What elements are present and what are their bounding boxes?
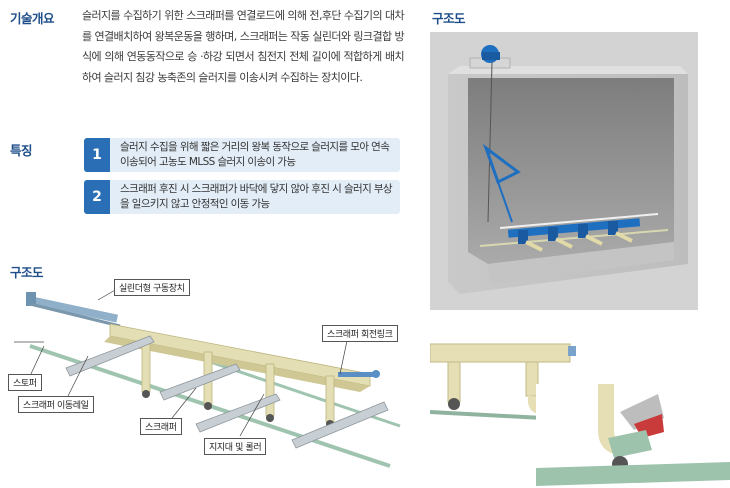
features-heading: 특징 (10, 143, 33, 158)
overview-text: 슬러지를 수집하기 위한 스크래퍼를 연결로드에 의해 전,후단 수집기의 대차… (82, 9, 405, 84)
structure-heading-right: 구조도 (432, 11, 466, 26)
callout-cylinder-drive: 실린더형 구동장치 (114, 279, 190, 296)
overview-heading: 기술개요 (10, 11, 55, 26)
detail-image-roller (536, 384, 730, 488)
structure-heading-left: 구조도 (10, 265, 44, 280)
feature-text: 슬러지 수집을 위해 짧은 거리의 왕복 동작으로 슬러지를 모아 연속 이송되… (120, 141, 390, 168)
feature-number-badge: 2 (84, 180, 110, 214)
callout-scraper: 스크래퍼 (140, 418, 182, 435)
tank-render-image (430, 32, 698, 310)
feature-text: 스크래퍼 후진 시 스크래퍼가 바닥에 닿지 않아 후진 시 슬러지 부상을 일… (120, 183, 393, 210)
feature-item-2: 2 스크래퍼 후진 시 스크래퍼가 바닥에 닿지 않아 후진 시 슬러지 부상을… (84, 180, 400, 214)
feature-item-1: 1 슬러지 수집을 위해 짧은 거리의 왕복 동작으로 슬러지를 모아 연속 이… (84, 138, 400, 172)
callout-support-roller: 지지대 및 롤러 (204, 438, 267, 455)
feature-number-badge: 1 (84, 138, 110, 172)
scraper-structure-diagram (14, 292, 401, 468)
callout-rail: 스크래퍼 이동레일 (18, 396, 94, 413)
callout-stopper: 스토퍼 (8, 374, 42, 391)
callout-rotation-link: 스크래퍼 회전링크 (322, 325, 398, 342)
